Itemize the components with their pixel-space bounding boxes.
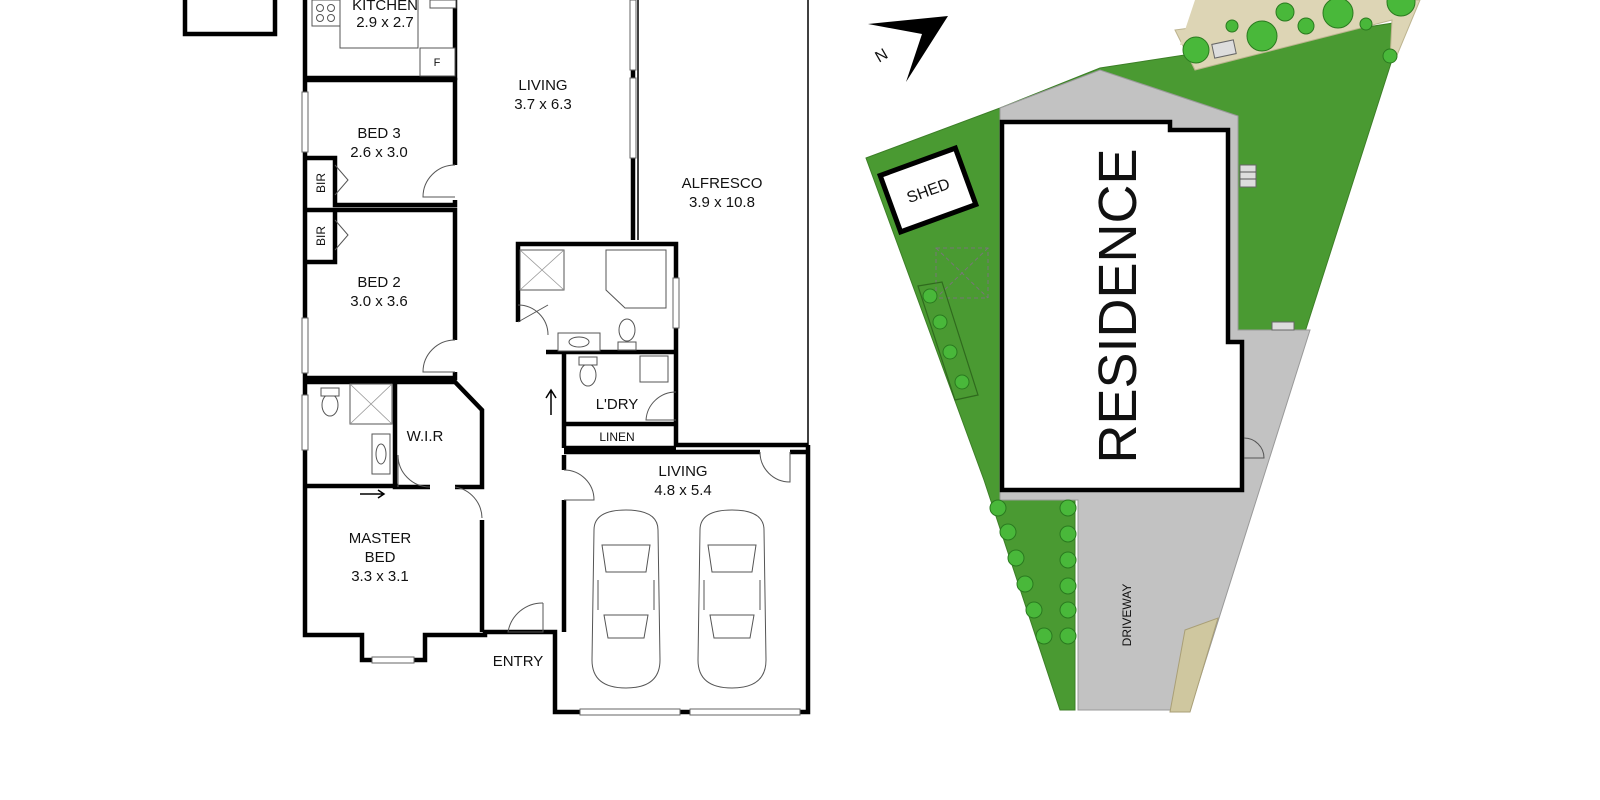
door-swing: [645, 391, 677, 421]
bed3-size: 2.6 x 3.0: [350, 144, 408, 161]
bed2-wall: [305, 207, 458, 381]
floor-plan: F: [182, 0, 811, 716]
steps: [1239, 164, 1257, 188]
garden-strip: [1180, 0, 1415, 45]
toilet: [618, 318, 636, 342]
alfresco-outline: [637, 0, 809, 445]
entry-door-swing: [507, 602, 544, 633]
driveway-label: DRIVEWAY: [1120, 584, 1134, 647]
garage-living-name: LIVING: [658, 463, 707, 480]
alfresco-size: 3.9 x 10.8: [689, 194, 755, 211]
garden-path: [1169, 617, 1219, 713]
door-arrow: [360, 489, 386, 499]
bathtub: [605, 249, 667, 309]
door-swing: [759, 451, 791, 483]
garage-door: [579, 708, 681, 716]
garden-bed: [917, 281, 979, 401]
living-size: 3.7 x 6.3: [514, 96, 572, 113]
kitchen-bench: [339, 0, 419, 49]
steps: [1271, 321, 1295, 331]
entry-label: ENTRY: [493, 653, 544, 670]
window: [301, 91, 309, 153]
shed: SHED: [876, 144, 980, 236]
garage-door: [689, 708, 801, 716]
fridge-space: [419, 47, 456, 77]
cooktop: [311, 0, 341, 27]
bed3-wall: [305, 77, 458, 208]
door-swing: [422, 339, 456, 373]
door-swing: [1243, 437, 1265, 459]
laundry-tub: [639, 355, 669, 383]
master-size: 3.3 x 3.1: [351, 568, 409, 585]
outdoor-structure: [935, 247, 989, 299]
fridge-label: F: [434, 57, 441, 69]
window: [371, 656, 415, 664]
door-swing: [517, 304, 549, 336]
kitchen-name: KITCHEN: [352, 0, 418, 14]
residence-outline: [999, 119, 1245, 493]
bir-label: BIR: [314, 173, 328, 193]
wir-label: W.I.R: [407, 428, 444, 445]
garage-wall: [561, 449, 808, 632]
window: [629, 0, 637, 71]
linen-label: LINEN: [599, 430, 634, 444]
residence-label: RESIDENCE: [1088, 148, 1148, 463]
bed3-name: BED 3: [357, 125, 400, 142]
laundry-label: L'DRY: [596, 396, 639, 413]
master-name-2: BED: [365, 549, 396, 566]
bir-door: [334, 219, 349, 251]
bathroom-wall: [515, 241, 808, 451]
site-plan: RESIDENCE SHED: [865, 0, 1421, 713]
ensuite-wall: [305, 379, 485, 490]
bir-door: [334, 164, 349, 196]
garage-living-size: 4.8 x 5.4: [654, 482, 712, 499]
alfresco-name: ALFRESCO: [682, 175, 763, 192]
kitchen-size: 2.9 x 2.7: [356, 14, 414, 31]
bir-label: BIR: [314, 226, 328, 246]
shrubs: [922, 0, 1416, 645]
compass-letter: N: [872, 46, 891, 67]
window: [301, 394, 309, 451]
door-swing: [422, 164, 456, 198]
north-arrow-icon: N: [868, 16, 948, 82]
car-icon: [591, 509, 661, 689]
door-swing: [454, 486, 483, 519]
window: [301, 317, 309, 374]
living-name: LIVING: [518, 77, 567, 94]
master-name-1: MASTER: [349, 530, 412, 547]
toilet: [579, 363, 597, 387]
bench: [1211, 39, 1237, 59]
bed2-size: 3.0 x 3.6: [350, 293, 408, 310]
stair-void: [182, 0, 278, 37]
bed2-name: BED 2: [357, 274, 400, 291]
toilet: [321, 393, 339, 417]
window: [672, 277, 680, 329]
window: [629, 77, 637, 159]
stair-arrow: [545, 388, 557, 415]
sink: [429, 0, 457, 9]
door-swing: [563, 469, 595, 501]
car-icon: [697, 509, 767, 689]
door-swing: [397, 454, 431, 488]
